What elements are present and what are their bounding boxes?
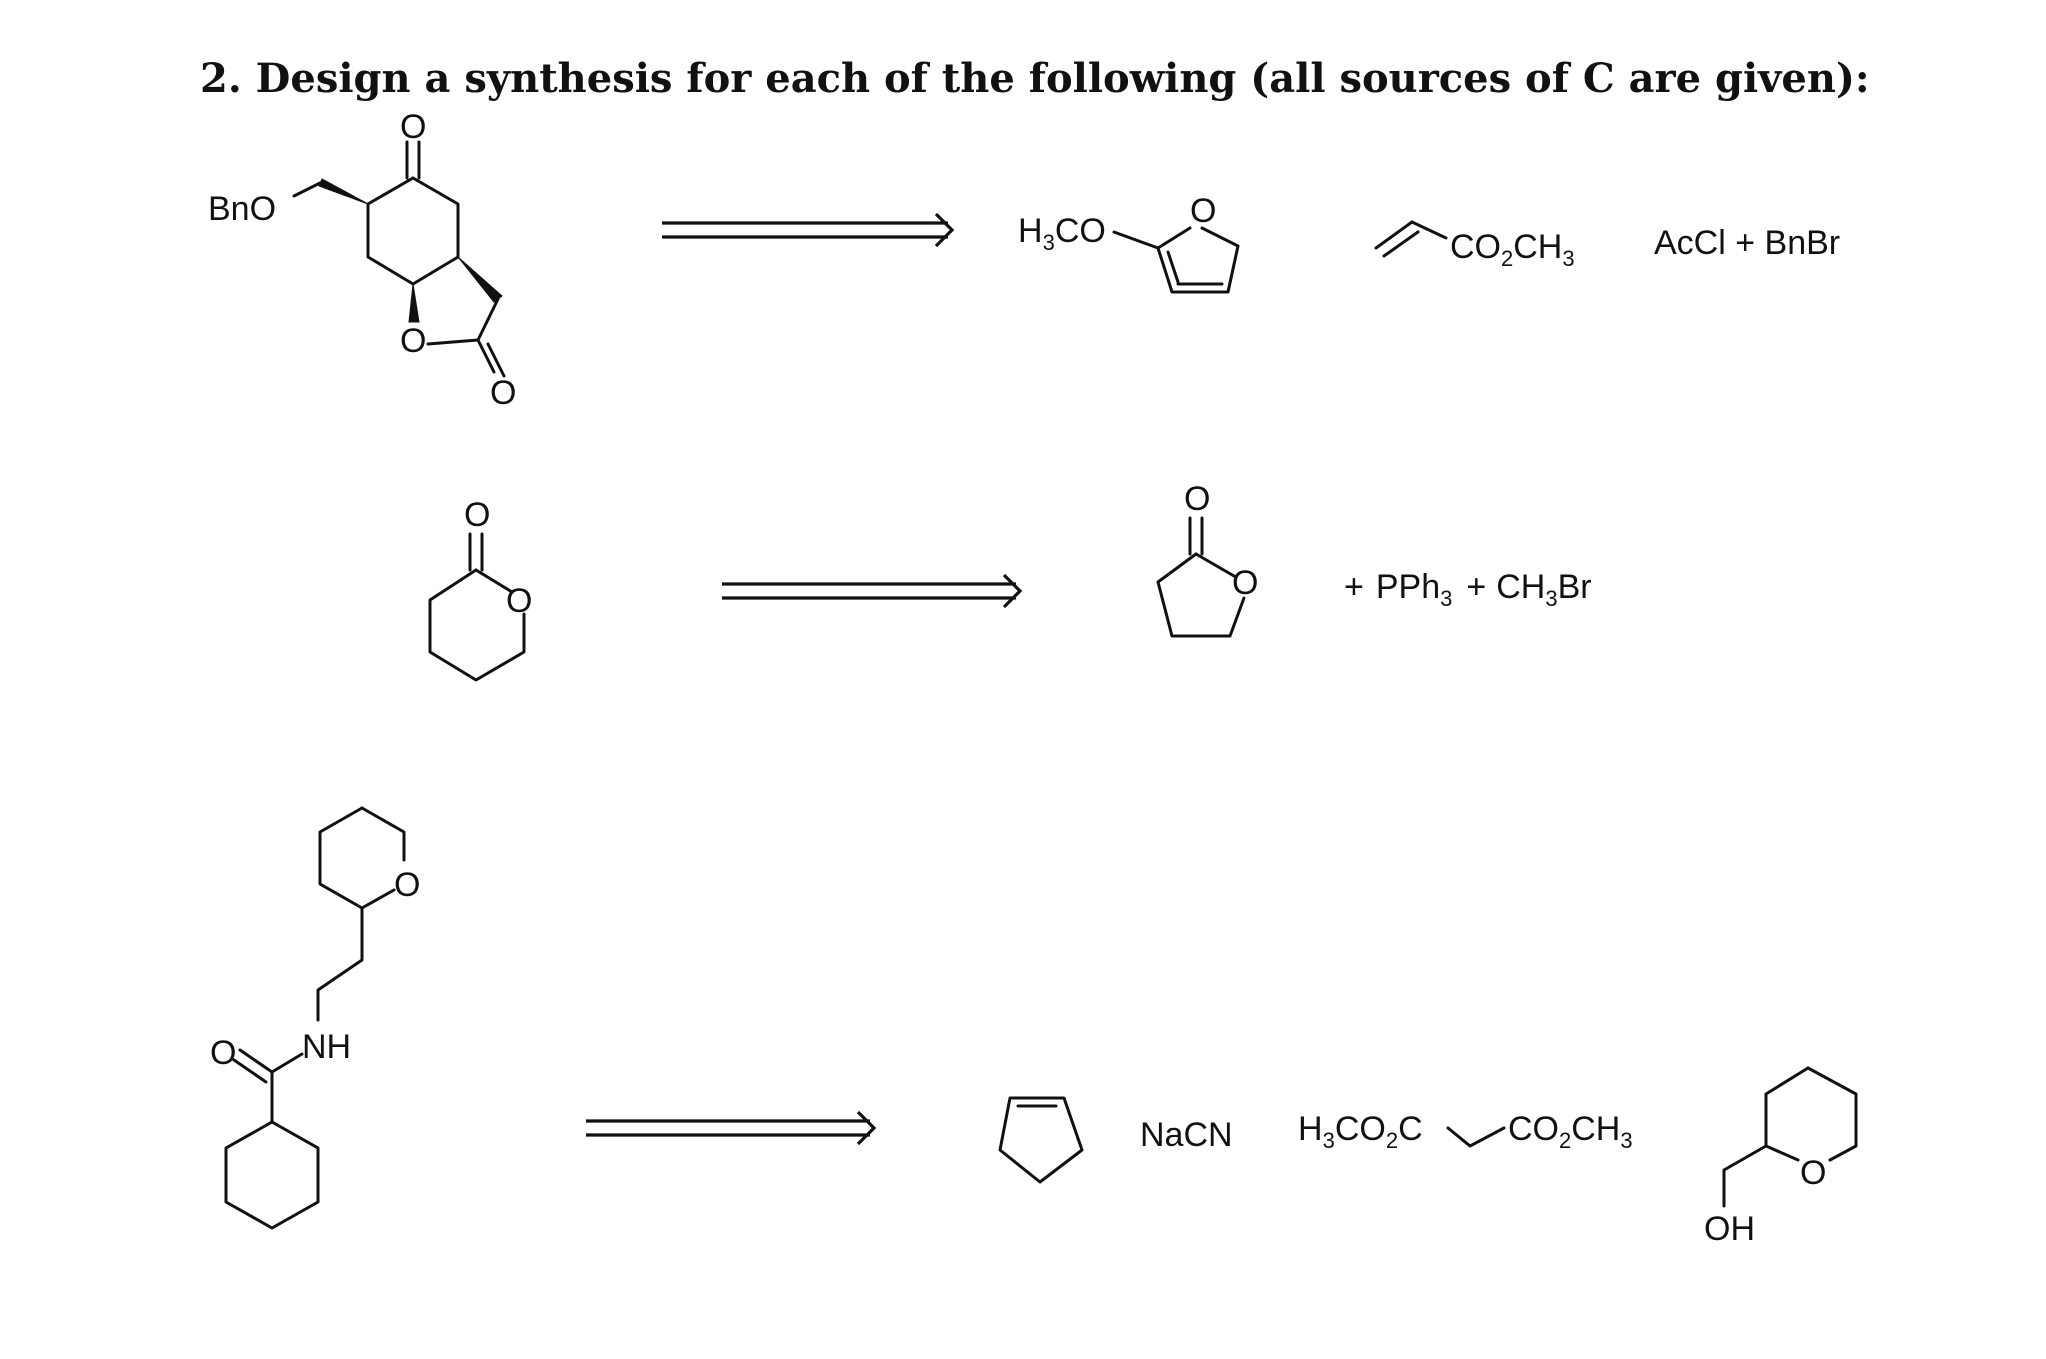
reagent-accl-bnbr: AcCl + BnBr	[1654, 224, 1840, 262]
reagent-nacn: NaCN	[1140, 1116, 1233, 1154]
lactone6-carbonyl-oxygen: O	[464, 496, 490, 534]
retrosynthesis-arrow-1	[662, 212, 955, 248]
hydroxyl-oh: OH	[1704, 1210, 1755, 1248]
lactone6-ring-oxygen: O	[506, 582, 532, 620]
svg-text:CO2CH3: CO2CH3	[1508, 1110, 1633, 1153]
ketone-oxygen: O	[400, 108, 426, 146]
svg-text:H3CO: H3CO	[1018, 212, 1106, 255]
reagent-methoxyfuran: H3CO O	[1018, 192, 1240, 294]
reagent-gamma-butyrolactone: O O	[1156, 480, 1258, 638]
reagent-methyl-acrylate: CO2CH3	[1374, 220, 1575, 271]
retrosynthesis-arrow-2	[722, 573, 1023, 609]
amide-nh: NH	[302, 1028, 351, 1066]
lactone5-ring-oxygen: O	[1232, 564, 1258, 602]
thp2-ring-oxygen: O	[1800, 1154, 1826, 1192]
svg-text:H3CO2C: H3CO2C	[1298, 1110, 1423, 1153]
lactone-oxygen: O	[400, 322, 426, 360]
retrosynthesis-arrow-3	[586, 1110, 877, 1146]
reagent-dimethyl-malonate: H3CO2C CO2CH3	[1298, 1110, 1633, 1153]
target-molecule-2-lactone: O O	[428, 496, 532, 682]
thp-ring-oxygen: O	[394, 866, 420, 904]
target-molecule-1: O BnO O O	[208, 108, 516, 412]
amide-oxygen: O	[210, 1034, 236, 1072]
furan-oxygen: O	[1190, 192, 1216, 230]
bno-label: BnO	[208, 190, 276, 228]
reagent-cyclopentene	[998, 1096, 1084, 1184]
svg-text:CO2CH3: CO2CH3	[1450, 228, 1575, 271]
lactone-carbonyl-oxygen: O	[490, 374, 516, 412]
lactone5-carbonyl-oxygen: O	[1184, 480, 1210, 518]
reagent-thp-methanol: O OH	[1704, 1066, 1858, 1248]
target-molecule-3-amide: O NH O	[210, 806, 420, 1230]
reagent-pph3-ch3br: +PPh3+CH3Br	[1344, 568, 1592, 611]
question-title: 2. Design a synthesis for each of the fo…	[200, 55, 1870, 102]
